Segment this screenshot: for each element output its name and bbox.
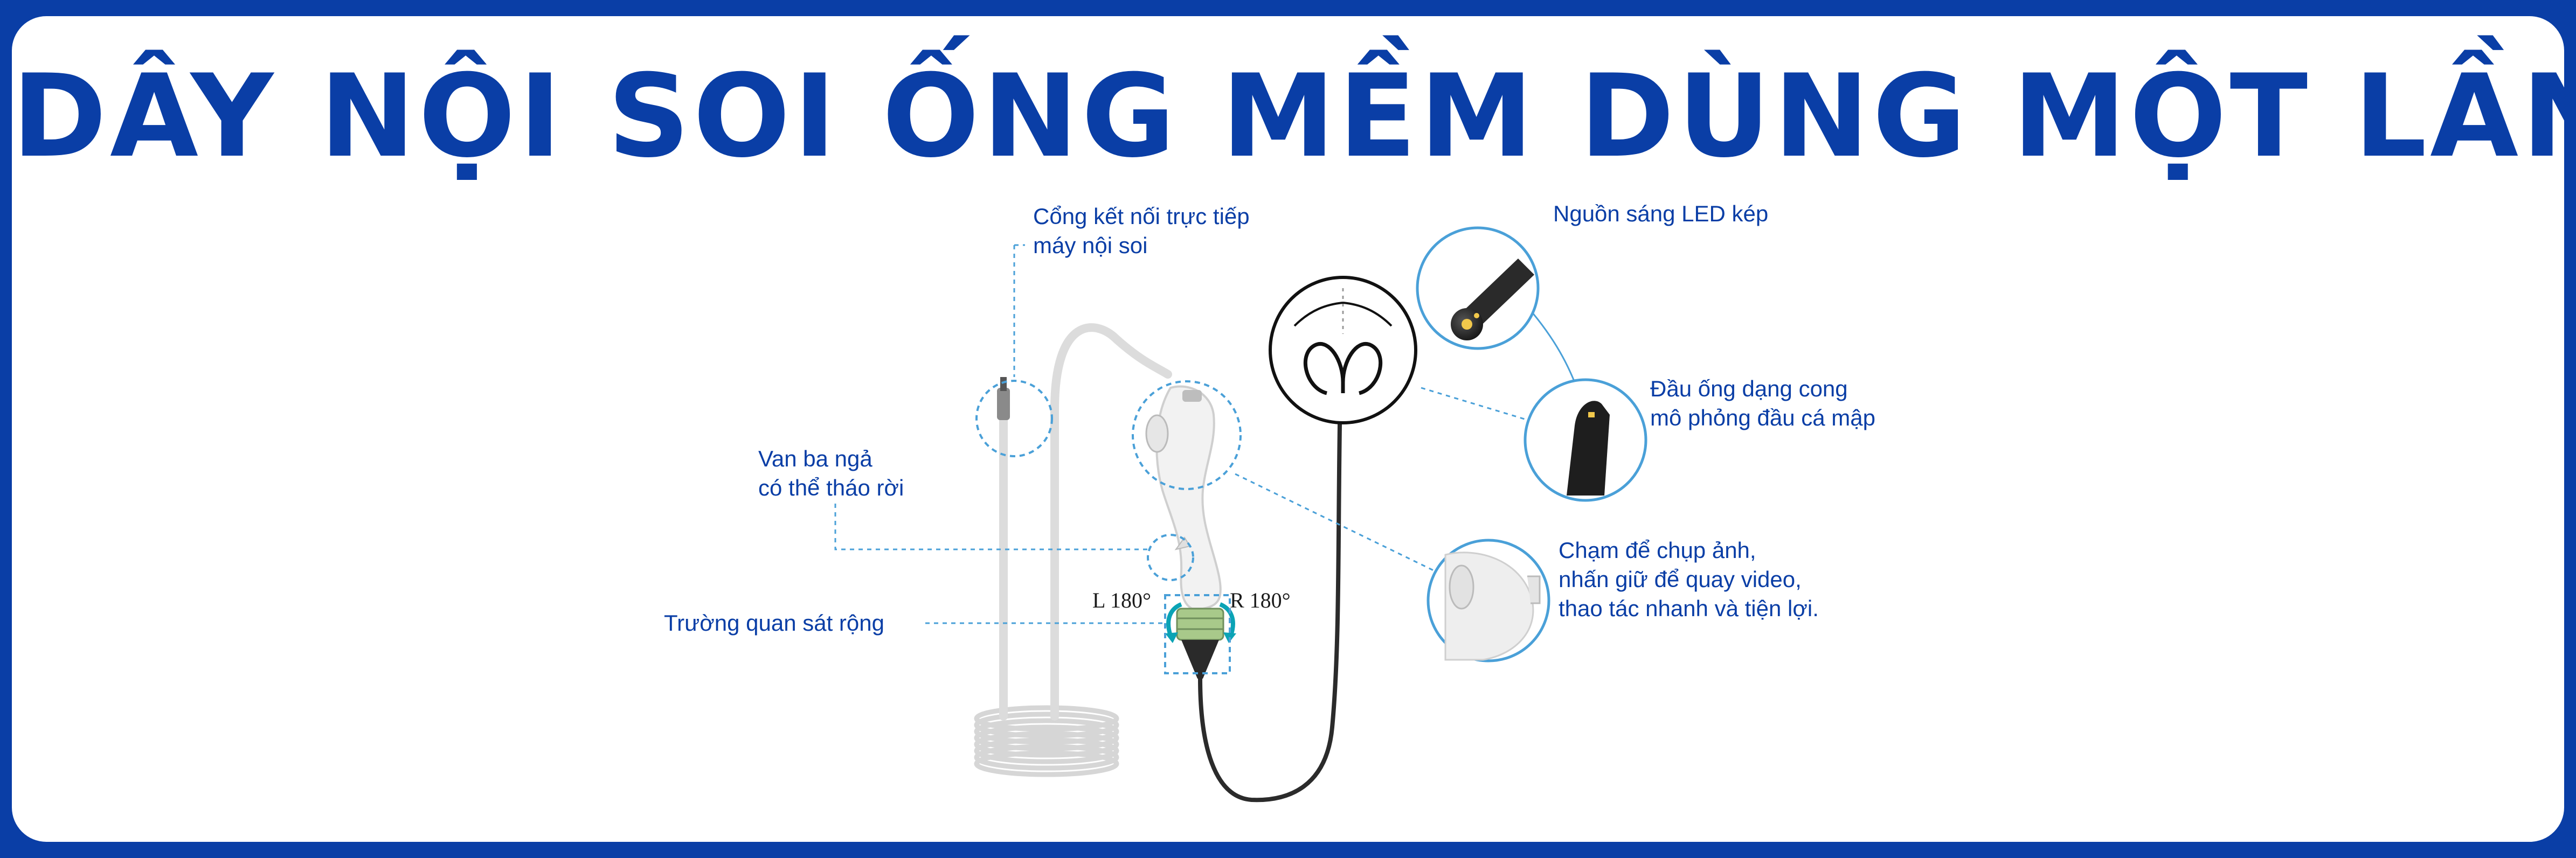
callout-lines xyxy=(834,244,1538,624)
bending-diagram xyxy=(1269,276,1417,424)
label-tip: Đầu ống dạng cong mô phỏng đầu cá mập xyxy=(1650,374,1875,433)
angle-left: L 180° xyxy=(1092,588,1151,612)
label-connector-line-2: máy nội soi xyxy=(1033,233,1148,258)
label-handle-line-1: Chạm để chụp ảnh, xyxy=(1559,538,1756,563)
connector-plug xyxy=(997,377,1010,420)
led-closeup xyxy=(1416,226,1540,350)
handle-body xyxy=(1145,385,1236,679)
label-valve: Van ba ngả có thể tháo rời xyxy=(758,444,904,503)
page-title: DÂY NỘI SOI ỐNG MỀM DÙNG MỘT LẦN xyxy=(12,50,2564,183)
endoscope-illustration xyxy=(834,226,1647,803)
label-handle-line-3: thao tác nhanh và tiện lợi. xyxy=(1559,596,1819,621)
coiled-cable xyxy=(974,705,1119,777)
label-valve-line-2: có thể tháo rời xyxy=(758,475,904,500)
label-tip-line-1: Đầu ống dạng cong xyxy=(1650,376,1848,401)
label-handle-line-2: nhấn giữ để quay video, xyxy=(1559,567,1802,592)
button-closeup xyxy=(1427,539,1550,662)
label-tip-line-2: mô phỏng đầu cá mập xyxy=(1650,405,1875,430)
label-connector: Cổng kết nối trực tiếp máy nội soi xyxy=(1033,202,1250,260)
label-handle: Chạm để chụp ảnh, nhấn giữ để quay video… xyxy=(1559,536,1819,623)
label-connector-line-1: Cổng kết nối trực tiếp xyxy=(1033,204,1250,229)
banner-frame: DÂY NỘI SOI ỐNG MỀM DÙNG MỘT LẦN xyxy=(12,16,2564,842)
tip-closeup xyxy=(1524,378,1647,502)
label-valve-line-1: Van ba ngả xyxy=(758,446,872,471)
white-cable xyxy=(999,323,1172,721)
highlight-circles xyxy=(975,380,1242,674)
label-led: Nguồn sáng LED kép xyxy=(1553,201,1769,226)
angle-right: R 180° xyxy=(1230,588,1291,612)
label-field-of-view: Trường quan sát rộng xyxy=(664,610,884,636)
